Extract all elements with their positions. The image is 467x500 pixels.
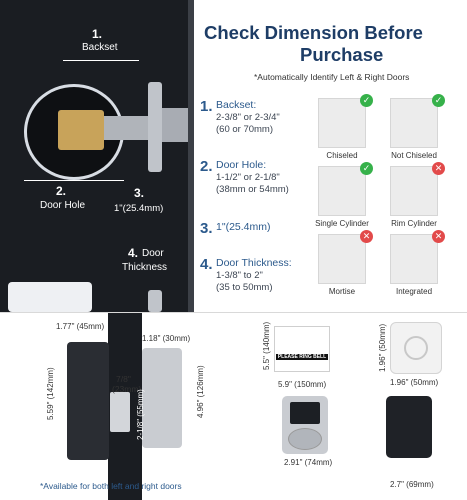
page-subtitle: *Automatically Identify Left & Right Doo…	[254, 72, 410, 82]
option-label: Single Cylinder	[315, 219, 369, 228]
doorbell-card	[274, 326, 330, 372]
both-doors-note: *Available for both left and right doors	[40, 481, 182, 491]
hole-arrow	[24, 180, 124, 181]
interior-back-unit	[386, 396, 432, 458]
option-label: Integrated	[395, 287, 433, 296]
dim-hole-dia: 2-1/8" (55mm)	[136, 389, 145, 440]
keypad-display	[290, 402, 320, 424]
latch-faceplate	[148, 82, 162, 172]
page-title-line1: Check Dimension Before	[204, 22, 423, 43]
option-thumbnail	[318, 166, 366, 216]
check-icon: ✓	[360, 94, 373, 107]
dim-card-width: 5.9" (150mm)	[278, 380, 327, 389]
thickness-num: 4.	[128, 246, 139, 260]
option-thumbnail	[390, 166, 438, 216]
cross-icon: ✕	[432, 162, 445, 175]
option-thumbnail	[318, 98, 366, 148]
dim-card-height: 5.5" (140mm)	[262, 321, 271, 370]
dim-faceplate-a: 7/8"	[116, 374, 131, 384]
interior-unit	[67, 342, 109, 460]
bell-center	[404, 336, 428, 360]
check-icon: ✓	[432, 94, 445, 107]
cross-icon: ✕	[432, 230, 445, 243]
step-title: Backset:	[216, 99, 257, 111]
faceplate-label: 1"(25.4mm)	[114, 203, 164, 214]
faceplate-front	[110, 392, 130, 432]
dim-lock-width: 2.91" (74mm)	[284, 458, 333, 467]
backset-arrow	[63, 60, 139, 61]
door-gap	[188, 0, 194, 312]
section-divider	[0, 312, 467, 313]
step-number: 2.	[200, 158, 213, 175]
keypad-edge	[8, 282, 92, 312]
step-line: 2-3/8" or 2-3/4"	[216, 112, 280, 123]
thickness-l1: Door	[142, 248, 164, 259]
option-label: Not Chiseled	[391, 151, 437, 160]
option-label: Rim Cylinder	[391, 219, 437, 228]
lock-knob	[288, 428, 322, 450]
dim-bell-height: 1.96" (50mm)	[378, 323, 387, 372]
step-title: 1"(25.4mm)	[216, 221, 271, 233]
dim-bell-width: 1.96" (50mm)	[390, 378, 439, 387]
option-thumbnail	[390, 98, 438, 148]
exterior-unit	[142, 348, 182, 448]
check-icon: ✓	[360, 162, 373, 175]
strike-plate	[148, 290, 162, 312]
dim-exterior-depth: 1.18" (30mm)	[142, 334, 191, 343]
dim-faceplate-b: (23mm)	[112, 384, 142, 394]
dim-back-width: 2.7" (69mm)	[390, 480, 434, 489]
cross-icon: ✕	[360, 230, 373, 243]
step-title: Door Thickness:	[216, 257, 292, 269]
option-label: Chiseled	[326, 151, 358, 160]
step-line: (38mm or 54mm)	[216, 184, 289, 195]
step-line: (35 to 50mm)	[216, 282, 273, 293]
step-number: 4.	[200, 256, 213, 273]
step-line: 1-3/8" to 2"	[216, 270, 263, 281]
thickness-l2: Thickness	[122, 262, 168, 273]
step-number: 1.	[200, 98, 213, 115]
option-label: Mortise	[328, 287, 356, 296]
hole-num: 2.	[56, 184, 67, 198]
page-title-line2: Purchase	[300, 44, 384, 65]
option-thumbnail	[318, 234, 366, 284]
dim-interior-height: 5.59" (142mm)	[46, 367, 55, 420]
latch-bolt-face	[162, 108, 188, 142]
option-thumbnail	[390, 234, 438, 284]
dim-exterior-height: 4.96" (126mm)	[196, 365, 205, 418]
faceplate-num: 3.	[134, 186, 145, 200]
card-text: PLEASE RING BELL	[276, 354, 328, 360]
step-title: Door Hole:	[216, 159, 267, 171]
step-number: 3.	[200, 220, 213, 237]
step-line: 1-1/2" or 2-1/8"	[216, 172, 280, 183]
latch-bolt	[58, 110, 104, 150]
backset-label: Backset	[82, 42, 118, 53]
backset-num: 1.	[92, 27, 103, 41]
hole-label: Door Hole	[40, 200, 86, 211]
dim-interior-depth: 1.77" (45mm)	[56, 322, 105, 331]
step-line: (60 or 70mm)	[216, 124, 274, 135]
